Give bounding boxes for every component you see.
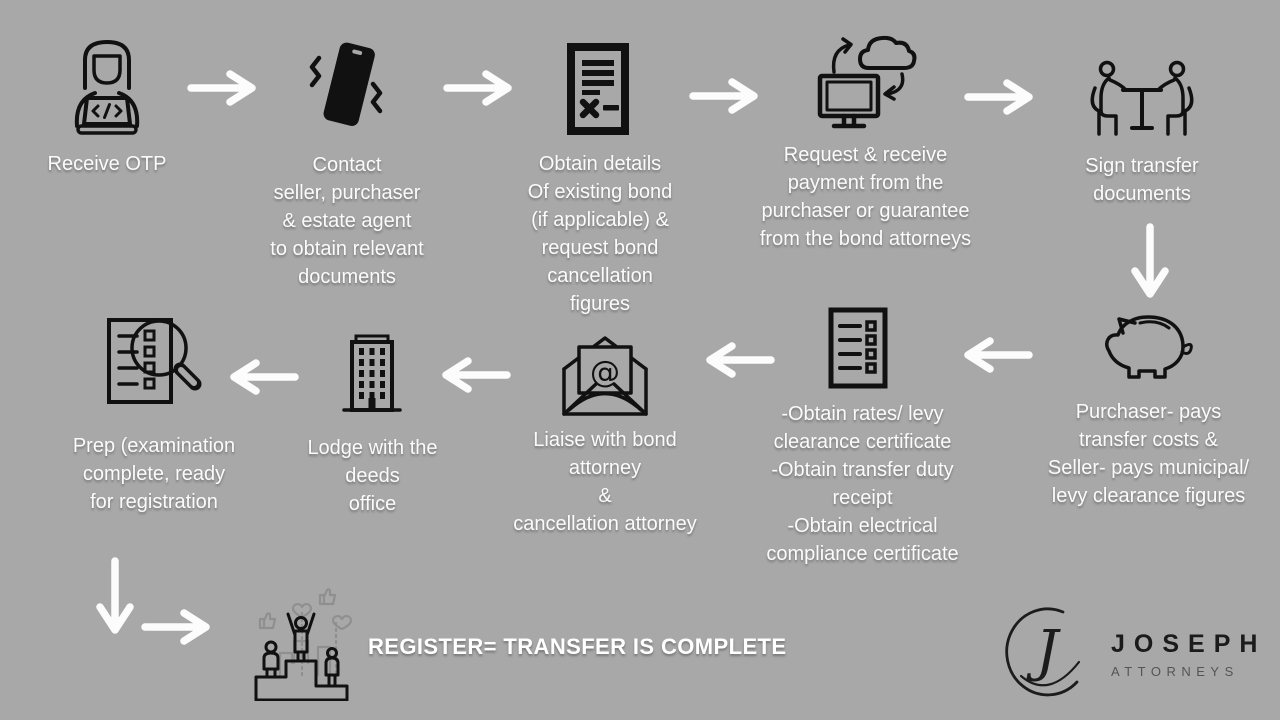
step-label: Receive OTP (47, 153, 167, 175)
step-label: Liaise with bond attorney & cancellation… (513, 429, 697, 535)
logo-text: JOSEPH ATTORNEYS (1111, 629, 1267, 680)
meeting-table-icon (1087, 60, 1197, 140)
computer-cloud-sync-icon (812, 32, 917, 140)
document-magnifier-icon (101, 314, 209, 406)
checklist-icon (827, 306, 889, 390)
joseph-attorneys-logo: J JOSEPH ATTORNEYS (1003, 606, 1266, 704)
step-label: Request & receive payment from the purch… (759, 144, 972, 250)
arrow-down-icon (96, 557, 134, 634)
piggy-bank-icon (1094, 306, 1199, 388)
step-label: Lodge with the deeds office (307, 437, 438, 515)
arrow-left-icon (230, 359, 299, 395)
step-label: -Obtain rates/ levy clearance certificat… (766, 403, 959, 565)
arrow-right-icon (141, 609, 210, 645)
logo-name: JOSEPH (1111, 629, 1267, 658)
arrow-right-icon (964, 79, 1033, 115)
woman-laptop-icon (57, 30, 157, 144)
step-label: Sign transfer documents (1085, 155, 1199, 205)
logo-monogram: J (1026, 619, 1062, 684)
step-label: Prep (examination complete, ready for re… (72, 435, 236, 513)
step-label: Obtain details Of existing bond (if appl… (527, 153, 673, 315)
arrow-down-icon (1131, 223, 1169, 298)
email-envelope-icon: @ (552, 326, 658, 418)
arrow-left-icon (706, 342, 775, 378)
final-step-label: REGISTER= TRANSFER IS COMPLETE (368, 634, 787, 659)
arrow-right-icon (689, 78, 758, 114)
arrow-right-icon (187, 70, 256, 106)
arrow-left-icon (442, 357, 511, 393)
step-label: Contact seller, purchaser & estate agent… (270, 154, 424, 288)
office-building-icon (342, 334, 402, 416)
logo-monogram-icon: J (1003, 606, 1098, 704)
step-label: Purchaser- pays transfer costs & Seller-… (1047, 401, 1250, 507)
logo-subtitle: ATTORNEYS (1111, 664, 1239, 680)
vibrating-phone-icon (305, 28, 390, 143)
arrow-left-icon (964, 337, 1033, 373)
winner-podium-icon (250, 583, 355, 701)
arrow-right-icon (443, 70, 512, 106)
document-cancel-icon (565, 42, 631, 136)
